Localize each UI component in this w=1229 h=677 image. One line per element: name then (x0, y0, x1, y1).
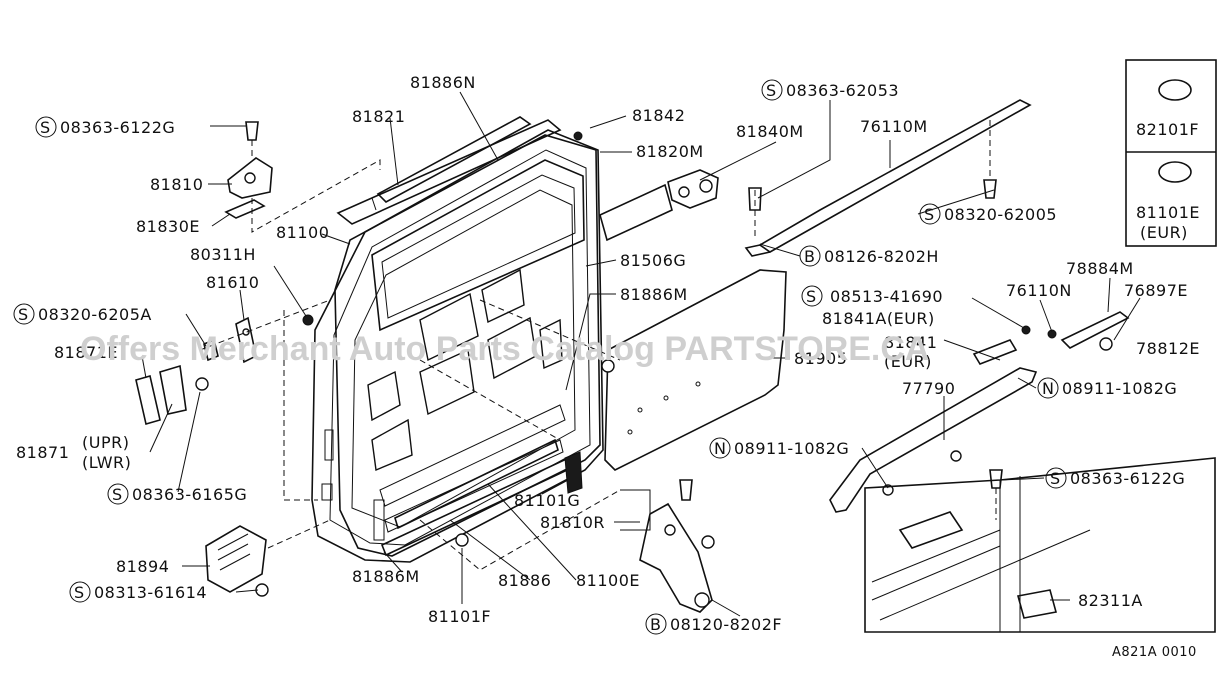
weatherstrip-81820M[interactable] (334, 134, 601, 557)
screw-08320-6205A[interactable] (203, 338, 219, 362)
callout-81842[interactable]: 81842 (632, 106, 685, 125)
callout-81886M-lower[interactable]: 81886M (352, 567, 420, 586)
symbol-s: S (40, 118, 51, 137)
cap-81101F[interactable] (455, 533, 469, 547)
callout-78884M[interactable]: 78884M (1066, 259, 1134, 278)
legend-82101F-label: 82101F (1136, 120, 1199, 139)
symbol-s: S (112, 485, 123, 504)
callout-81886N[interactable]: 81886N (410, 73, 476, 92)
upper-rail-81821[interactable] (336, 119, 562, 225)
callout-76110N[interactable]: 76110N (1006, 281, 1072, 300)
legend-81101E-label: 81101E (1136, 203, 1200, 222)
legend-eur-note: (EUR) (1140, 223, 1188, 242)
top-bracket-81810[interactable] (227, 121, 273, 199)
plate-81841[interactable] (972, 339, 1018, 365)
callout-08313-61614[interactable]: 08313-61614 (94, 583, 207, 602)
nut-76110N[interactable] (1047, 329, 1057, 339)
callout-81886M-mid[interactable]: 81886M (620, 285, 688, 304)
drawing-code: A821A 0010 (1112, 645, 1197, 660)
callout-81894[interactable]: 81894 (116, 557, 169, 576)
symbol-n: N (1042, 379, 1054, 398)
callout-81101G[interactable]: 81101G (514, 491, 580, 510)
grommet-81101E-shape (1158, 161, 1192, 183)
prefix-symbols: S S S S B S S B S N N S (13, 79, 1067, 635)
callout-08320-62005[interactable]: 08320-62005 (944, 205, 1057, 224)
bracket-81871E[interactable] (135, 364, 209, 426)
callout-81841[interactable]: 81841 (884, 333, 937, 352)
callout-81905[interactable]: 81905 (794, 349, 847, 368)
rail-77790[interactable] (829, 367, 1038, 513)
detail-inset-box (864, 457, 1216, 633)
callout-08363-62053[interactable]: 08363-62053 (786, 81, 899, 100)
lower-hinge-81810R[interactable] (620, 479, 715, 613)
callout-81610[interactable]: 81610 (206, 273, 259, 292)
callout-08126-8202H[interactable]: 08126-8202H (824, 247, 939, 266)
callout-81871-lwr: (LWR) (82, 453, 131, 472)
callout-81101F[interactable]: 81101F (428, 607, 491, 626)
callout-77790[interactable]: 77790 (902, 379, 955, 398)
watermark-text: Offers Merchant Auto Parts Catalog PARTS… (80, 330, 930, 368)
callout-81886[interactable]: 81886 (498, 571, 551, 590)
symbol-n: N (714, 439, 726, 458)
hinge-81840M[interactable] (573, 131, 719, 242)
trim-panel-81905[interactable] (601, 269, 787, 471)
callout-81506G[interactable]: 81506G (620, 251, 686, 270)
symbol-s: S (924, 205, 935, 224)
pad-81101G[interactable] (564, 451, 583, 494)
callout-76110M[interactable]: 76110M (860, 117, 928, 136)
symbol-b: B (804, 247, 815, 266)
callout-08911-1082G-right[interactable]: 08911-1082G (1062, 379, 1177, 398)
grommet-82101F-shape (1158, 79, 1192, 101)
strip-81886N[interactable] (376, 116, 532, 203)
callout-81821[interactable]: 81821 (352, 107, 405, 126)
callout-08513-41690[interactable]: 08513-41690 (830, 287, 943, 306)
symbol-b: B (650, 615, 661, 634)
symbol-s: S (806, 287, 817, 306)
plate-81830E[interactable] (224, 199, 266, 219)
callout-81871E[interactable]: 81871E (54, 343, 118, 362)
callout-81830E[interactable]: 81830E (136, 217, 200, 236)
callout-81871-upr: (UPR) (82, 433, 129, 452)
guide-lines (199, 159, 621, 571)
callout-labels: 81886N 81821 08363-6122G 81842 81840M 81… (16, 73, 1200, 634)
callout-81841A-eur[interactable]: 81841A(EUR) (822, 309, 935, 328)
callout-81810R[interactable]: 81810R (540, 513, 605, 532)
bracket-78884M[interactable] (1060, 311, 1130, 351)
callout-08363-6122G[interactable]: 08363-6122G (60, 118, 175, 137)
callout-76897E[interactable]: 76897E (1124, 281, 1188, 300)
callout-08120-8202F[interactable]: 08120-8202F (670, 615, 782, 634)
legend-box: 82101F 81101E (EUR) (1125, 59, 1217, 247)
callout-08911-1082G-left[interactable]: 08911-1082G (734, 439, 849, 458)
stopper-81894[interactable] (205, 525, 269, 597)
symbol-s: S (18, 305, 29, 324)
leader-lines (141, 91, 1141, 617)
callout-81100[interactable]: 81100 (276, 223, 329, 242)
callout-08363-6122G-inset[interactable]: 08363-6122G (1070, 469, 1185, 488)
callout-81100E[interactable]: 81100E (576, 571, 640, 590)
strip-81886[interactable] (394, 438, 559, 530)
callout-08320-6205A[interactable]: 08320-6205A (38, 305, 152, 324)
callout-81841-eur: (EUR) (884, 352, 932, 371)
callout-81820M[interactable]: 81820M (636, 142, 704, 161)
symbol-s: S (766, 81, 777, 100)
callout-81810[interactable]: 81810 (150, 175, 203, 194)
callout-81871[interactable]: 81871 (16, 443, 69, 462)
callout-82311A[interactable]: 82311A (1078, 591, 1143, 610)
callout-78812E[interactable]: 78812E (1136, 339, 1200, 358)
callout-80311H[interactable]: 80311H (190, 245, 256, 264)
callout-81840M[interactable]: 81840M (736, 122, 804, 141)
callout-08363-6165G[interactable]: 08363-6165G (132, 485, 247, 504)
clip-80311H[interactable] (302, 314, 314, 326)
symbol-s: S (1050, 469, 1061, 488)
rail-76110M[interactable] (744, 99, 1032, 257)
symbol-s: S (74, 583, 85, 602)
